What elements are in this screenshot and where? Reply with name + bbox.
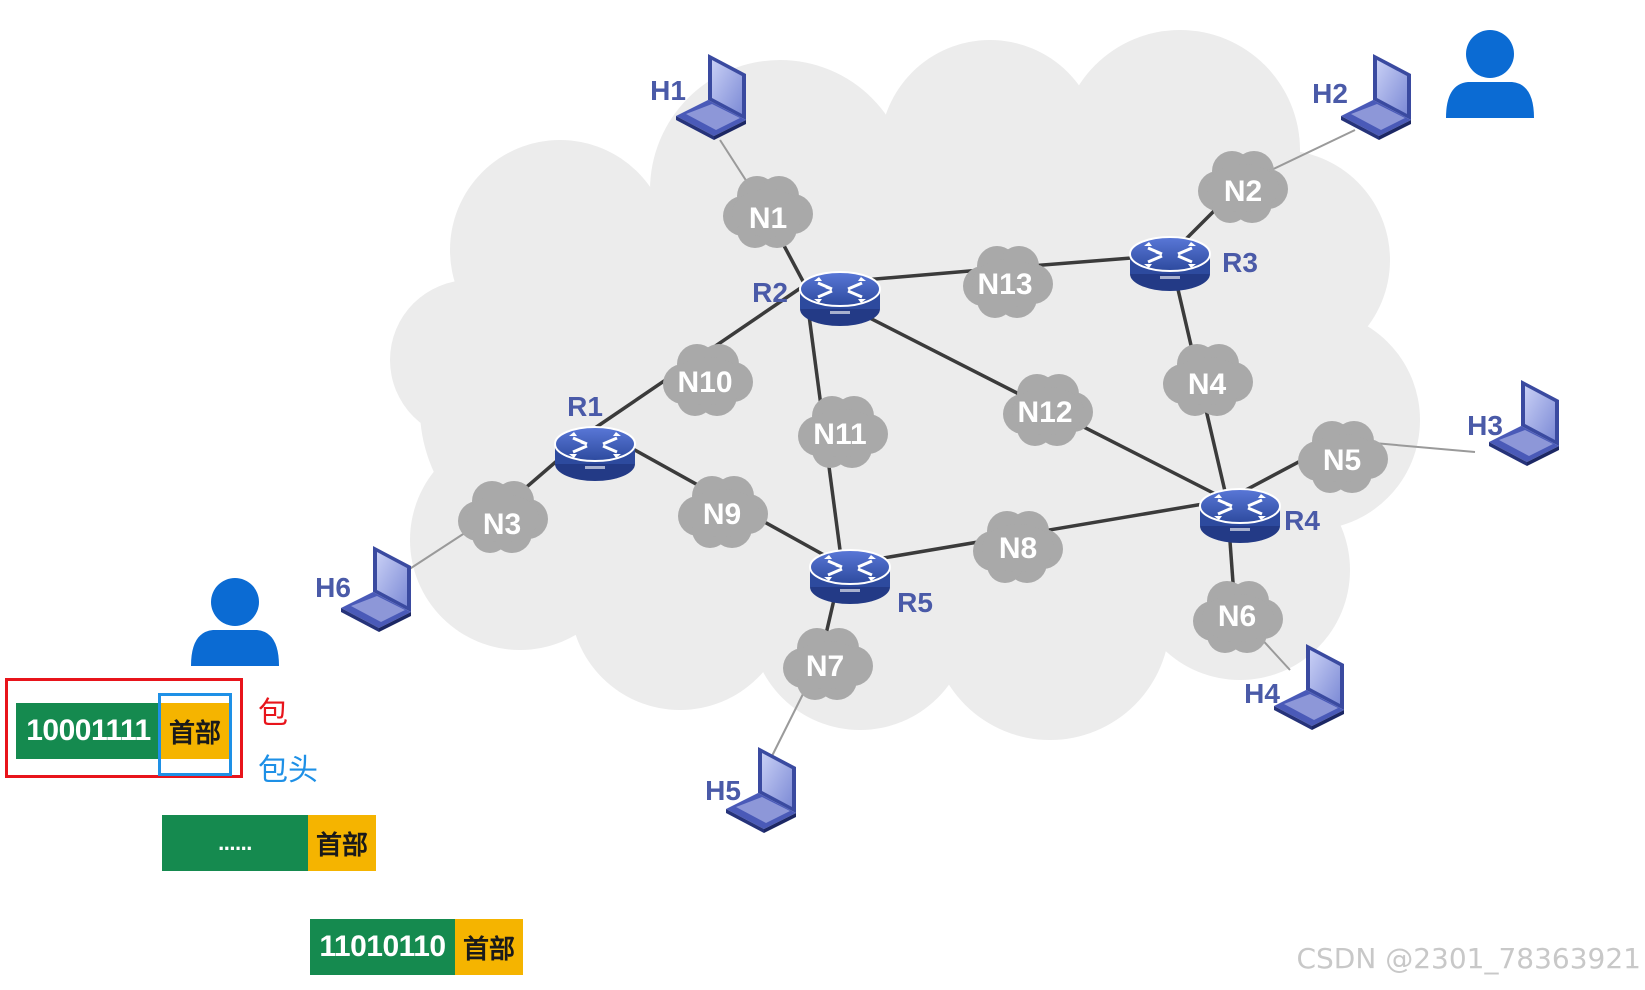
user-icon-top-right <box>1446 30 1534 118</box>
router-label-r5: R5 <box>897 587 933 618</box>
network-label-n4: N4 <box>1188 368 1227 401</box>
router-label-r3: R3 <box>1222 247 1258 278</box>
host-label-h4: H4 <box>1244 678 1280 709</box>
watermark: CSDN @2301_78363921 <box>1296 942 1641 975</box>
router-label-r2: R2 <box>752 277 788 308</box>
host-label-h2: H2 <box>1312 78 1348 109</box>
network-label-n11: N11 <box>813 418 866 451</box>
network-label-n8: N8 <box>999 532 1037 565</box>
packet-1: 10001111 首部 <box>16 703 229 759</box>
network-label-n6: N6 <box>1218 600 1256 633</box>
network-label-n3: N3 <box>483 508 521 541</box>
router-labels: R1 R2 R3 R4 R5 <box>567 247 1320 618</box>
host-label-h5: H5 <box>705 775 741 806</box>
packet-3: 11010110 首部 <box>310 919 523 975</box>
packet-2-header: 首部 <box>308 815 376 871</box>
network-label-n9: N9 <box>703 498 741 531</box>
network-label-n2: N2 <box>1224 175 1262 208</box>
host-label-h1: H1 <box>650 75 686 106</box>
router-icon-r4 <box>1198 487 1282 545</box>
laptop-icon-h6 <box>341 546 411 632</box>
router-label-r1: R1 <box>567 391 603 422</box>
network-label-n7: N7 <box>806 650 844 683</box>
user-icon-left <box>191 578 279 666</box>
network-label-n10: N10 <box>677 366 732 399</box>
packet-annotation: 包 <box>258 696 288 731</box>
packet-2: ...... 首部 <box>162 815 376 871</box>
router-icon-r3 <box>1128 235 1212 293</box>
network-label-n1: N1 <box>749 202 787 235</box>
network-label-n5: N5 <box>1323 444 1361 477</box>
router-icon-r2 <box>798 270 882 328</box>
packet-2-data: ...... <box>162 815 308 871</box>
router-icon-r1 <box>553 425 637 483</box>
header-annotation: 包头 <box>258 753 318 788</box>
packet-1-header: 首部 <box>161 703 229 759</box>
host-label-h6: H6 <box>315 572 351 603</box>
host-label-h3: H3 <box>1467 410 1503 441</box>
network-label-n13: N13 <box>977 268 1032 301</box>
packet-1-data: 10001111 <box>16 703 161 759</box>
packet-3-header: 首部 <box>455 919 523 975</box>
laptop-icon-h2 <box>1341 54 1411 140</box>
network-label-n12: N12 <box>1017 396 1072 429</box>
packet-outline <box>5 678 243 778</box>
router-icon-r5 <box>808 548 892 606</box>
header-outline <box>158 693 232 776</box>
router-label-r4: R4 <box>1284 505 1320 536</box>
network-labels: N1 N2 N3 N4 N5 N6 N7 N8 N9 N10 N11 N12 N… <box>483 175 1361 683</box>
packet-3-data: 11010110 <box>310 919 455 975</box>
host-labels: H1 H2 H3 H4 H5 H6 <box>315 75 1503 806</box>
